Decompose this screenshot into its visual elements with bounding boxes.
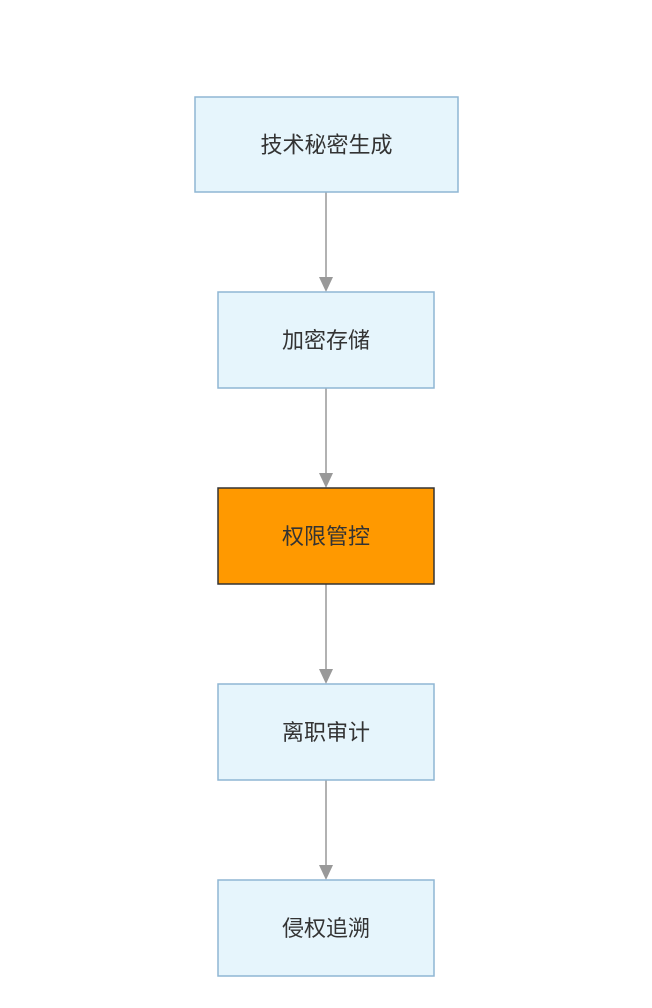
- flow-node-5: 侵权追溯: [217, 879, 435, 977]
- flow-node-box-1: [194, 96, 459, 193]
- edge-arrowhead-4: [319, 865, 333, 880]
- flow-node-4: 离职审计: [217, 683, 435, 781]
- edge-arrowhead-1: [319, 277, 333, 292]
- flow-node-label-5: 侵权追溯: [282, 917, 370, 942]
- flow-node-box-2: [217, 291, 435, 389]
- flow-node-label-4: 离职审计: [282, 721, 370, 746]
- flow-node-label-3: 权限管控: [282, 525, 370, 550]
- flow-node-box-5: [217, 879, 435, 977]
- flow-node-1: 技术秘密生成: [194, 96, 459, 193]
- edge-arrowhead-3: [319, 669, 333, 684]
- flow-node-3: 权限管控: [217, 487, 435, 585]
- edge-arrowhead-2: [319, 473, 333, 488]
- flow-node-box-4: [217, 683, 435, 781]
- flow-node-2: 加密存储: [217, 291, 435, 389]
- flow-node-label-2: 加密存储: [282, 329, 370, 354]
- flow-node-box-3: [217, 487, 435, 585]
- flow-node-label-1: 技术秘密生成: [260, 134, 392, 159]
- edges-layer: [319, 192, 333, 880]
